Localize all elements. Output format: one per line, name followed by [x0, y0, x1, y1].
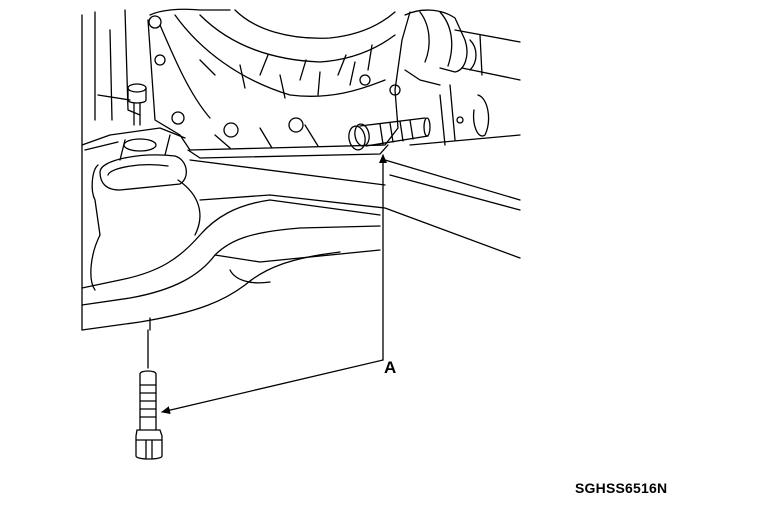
upper-mounting-bolt — [348, 117, 431, 151]
roll-stopper-mount — [81, 127, 201, 291]
figure-code: SGHSS6516N — [575, 480, 668, 496]
callout-leaders — [161, 154, 387, 415]
body-frame — [81, 9, 141, 331]
right-bracket — [384, 84, 521, 211]
drive-shaft — [404, 9, 521, 86]
lower-mounting-bolt — [135, 329, 163, 460]
transaxle-housing — [147, 8, 411, 159]
sub-frame — [81, 159, 521, 331]
callout-label-a: A — [384, 358, 397, 377]
upper-bushing — [127, 83, 147, 126]
